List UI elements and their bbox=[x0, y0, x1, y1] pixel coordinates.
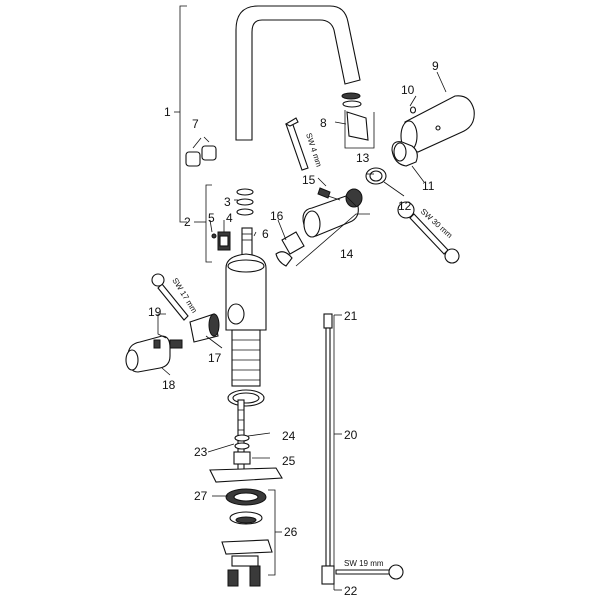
callout-21: 21 bbox=[344, 309, 358, 323]
washer-stack-26 bbox=[221, 511, 273, 587]
callout-23: 23 bbox=[194, 445, 208, 459]
callout-2: 2 bbox=[184, 215, 191, 229]
callout-7: 7 bbox=[192, 117, 199, 131]
nut-24 bbox=[233, 451, 251, 465]
callout-labels: 1 2 3 4 5 6 7 8 9 10 11 12 13 14 15 16 1… bbox=[148, 59, 439, 598]
callout-8: 8 bbox=[320, 116, 327, 130]
bracket-group-14 bbox=[295, 213, 370, 267]
callout-6: 6 bbox=[262, 227, 269, 241]
callout-13: 13 bbox=[356, 151, 370, 165]
bracket-group-1 bbox=[174, 5, 187, 223]
hex-key-icon bbox=[284, 117, 309, 171]
gasket-ring-upper bbox=[227, 389, 265, 407]
supply-hose bbox=[321, 313, 335, 585]
callout-18: 18 bbox=[162, 378, 176, 392]
wrench-19-icon bbox=[335, 564, 404, 580]
faucet-body bbox=[225, 253, 267, 387]
screw-15 bbox=[317, 187, 341, 201]
seal-27 bbox=[225, 488, 267, 506]
callout-16: 16 bbox=[270, 209, 284, 223]
wrench-19-size-label: SW 19 mm bbox=[344, 559, 384, 568]
callout-17: 17 bbox=[208, 351, 222, 365]
side-connector-17 bbox=[189, 313, 220, 343]
callout-20: 20 bbox=[344, 428, 358, 442]
spout bbox=[235, 5, 361, 141]
wrench-30-size-label: SW 30 mm bbox=[419, 207, 455, 240]
callout-14: 14 bbox=[340, 247, 354, 261]
callout-5: 5 bbox=[208, 211, 215, 225]
tool-labels: SW 4 mm SW 30 mm SW 17 mm SW 19 mm bbox=[170, 132, 454, 568]
lever-handle bbox=[400, 95, 475, 153]
thread-stem-6 bbox=[241, 227, 253, 257]
callout-12: 12 bbox=[398, 199, 412, 213]
cartridge-nut bbox=[365, 167, 387, 185]
plugs-7 bbox=[185, 136, 217, 167]
small-o-ring-10 bbox=[409, 106, 417, 114]
callout-10: 10 bbox=[401, 83, 415, 97]
callout-25: 25 bbox=[282, 454, 296, 468]
leader-lines bbox=[161, 71, 447, 591]
o-rings-3 bbox=[236, 188, 254, 216]
screw-19 bbox=[169, 339, 183, 349]
bracket-group-19 bbox=[157, 313, 167, 339]
bracket-group-2 bbox=[194, 184, 212, 263]
retaining-clip bbox=[275, 231, 305, 267]
callout-22: 22 bbox=[344, 584, 358, 598]
wrench-30-icon bbox=[397, 201, 460, 264]
callout-27: 27 bbox=[194, 489, 208, 503]
cap-ring bbox=[391, 141, 418, 167]
pin-5 bbox=[211, 233, 217, 239]
callout-11: 11 bbox=[422, 179, 435, 193]
bracket-group-26 bbox=[268, 489, 282, 576]
callout-15: 15 bbox=[302, 173, 316, 187]
callout-1: 1 bbox=[164, 105, 171, 119]
callout-26: 26 bbox=[284, 525, 298, 539]
wrench-17-icon bbox=[151, 273, 189, 321]
mounting-plate-25 bbox=[209, 467, 283, 483]
callout-24: 24 bbox=[282, 429, 296, 443]
callout-9: 9 bbox=[432, 59, 439, 73]
cartridge bbox=[302, 188, 363, 238]
callout-3: 3 bbox=[224, 195, 231, 209]
hex-key-size-label: SW 4 mm bbox=[304, 132, 324, 168]
valve-insert-4 bbox=[217, 231, 231, 251]
washers-23 bbox=[234, 434, 250, 450]
side-cap-18 bbox=[125, 335, 171, 373]
callout-19: 19 bbox=[148, 305, 162, 319]
callout-4: 4 bbox=[226, 211, 233, 225]
aerator-parts bbox=[341, 92, 375, 149]
